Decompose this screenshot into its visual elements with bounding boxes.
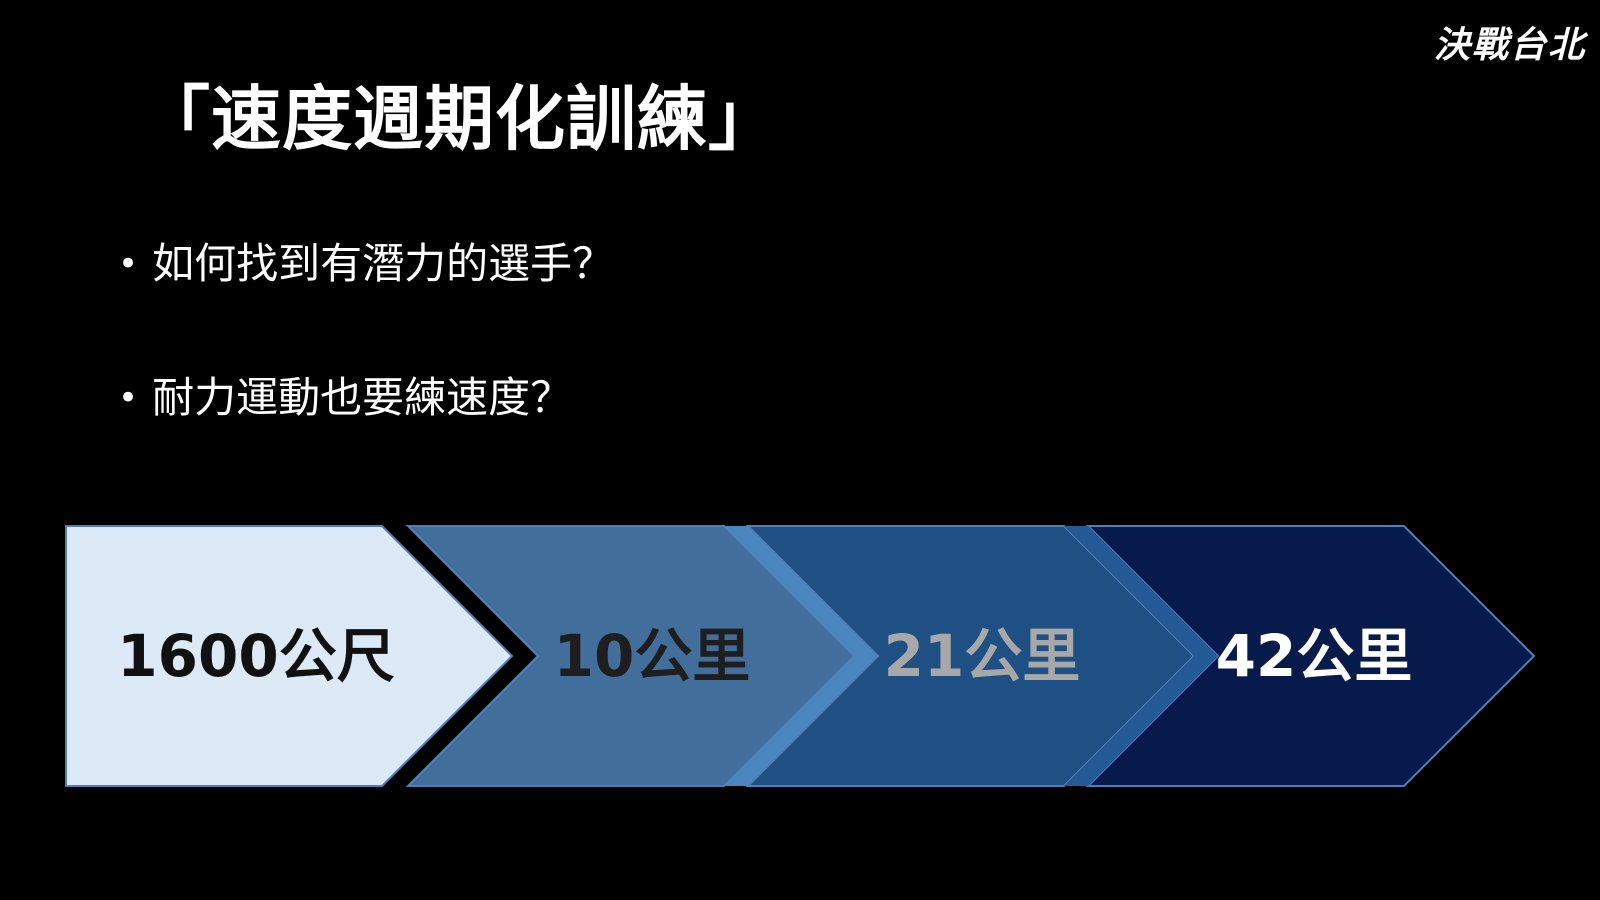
bullet-item: • 耐力運動也要練速度？ [118,370,614,426]
logo: 決戰台北 [1433,24,1586,66]
chevron-label-21km: 21公里 [884,622,1081,690]
bullet-item: • 如何找到有潛力的選手？ [118,236,614,292]
chevron-label-10km: 10公里 [554,622,751,690]
bullet-list: • 如何找到有潛力的選手？ • 耐力運動也要練速度？ [118,236,614,504]
bullet-text: 耐力運動也要練速度？ [152,373,573,422]
chevron-label-1600m: 1600公尺 [117,622,394,690]
bullet-dot-icon: • [118,378,139,418]
chevron-label-42km: 42公里 [1216,622,1413,690]
bullet-text: 如何找到有潛力的選手？ [152,239,615,288]
slide-title: 「速度週期化訓練」 [140,78,779,160]
bullet-dot-icon: • [118,244,139,284]
chevron-shape-1600m [65,525,514,787]
